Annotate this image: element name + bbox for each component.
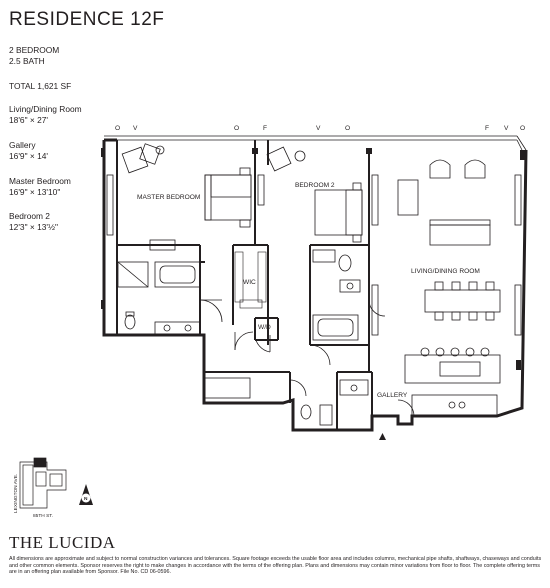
bedroom2-furniture bbox=[266, 146, 363, 243]
doors bbox=[199, 299, 415, 417]
bedroom-count: 2 BEDROOM bbox=[9, 45, 60, 55]
living-label: Living/Dining Room bbox=[9, 104, 82, 114]
master-bath bbox=[117, 261, 201, 335]
living-size: 18'6" × 27' bbox=[9, 114, 49, 125]
room-label-gallery: GALLERY bbox=[377, 392, 408, 399]
key-plan-street-label: 85TH ST. bbox=[33, 513, 53, 519]
gallery-dimension: Gallery 16'9" × 14' bbox=[9, 140, 48, 161]
gallery-size: 16'9" × 14' bbox=[9, 150, 49, 161]
living-room-furniture bbox=[397, 159, 501, 321]
key-plan-avenue-label: LEXINGTON AVE. bbox=[13, 474, 19, 513]
wic-shelving bbox=[234, 251, 267, 309]
view-marker: O bbox=[234, 125, 239, 132]
residence-title: RESIDENCE 12F bbox=[9, 9, 165, 30]
kitchen bbox=[404, 347, 501, 416]
view-marker: F bbox=[263, 125, 267, 132]
bedroom2-label: Bedroom 2 bbox=[9, 211, 50, 221]
bath-count: 2.5 BATH bbox=[9, 55, 45, 66]
room-label-wd: W/D bbox=[258, 324, 271, 331]
living-dimension: Living/Dining Room 18'6" × 27' bbox=[9, 104, 82, 125]
master-bedroom-furniture bbox=[121, 143, 252, 251]
window-band bbox=[104, 135, 527, 151]
interior-walls bbox=[116, 140, 373, 430]
key-plan bbox=[19, 457, 67, 509]
brand-name: THE LUCIDA bbox=[9, 533, 116, 552]
view-marker: O bbox=[345, 125, 350, 132]
window-reveals bbox=[106, 174, 522, 336]
entry-arrow-icon bbox=[379, 433, 386, 440]
column-posts bbox=[101, 148, 525, 370]
room-label-living-dining: LIVING/DINING ROOM bbox=[411, 268, 480, 275]
gallery-label: Gallery bbox=[9, 140, 36, 150]
view-marker: V bbox=[504, 125, 509, 132]
bedroom2-size: 12'3" × 13'½" bbox=[9, 221, 58, 232]
view-marker: V bbox=[316, 125, 321, 132]
view-marker: V bbox=[133, 125, 138, 132]
master-size: 16'9" × 13'10" bbox=[9, 186, 61, 197]
total-area: TOTAL 1,621 SF bbox=[9, 81, 72, 91]
unit-summary: 2 BEDROOM 2.5 BATH bbox=[9, 45, 59, 66]
north-arrow-icon: N bbox=[79, 484, 93, 505]
powder-room bbox=[204, 377, 369, 426]
view-marker: O bbox=[115, 125, 120, 132]
view-markers: O V O F V O F V O bbox=[115, 125, 525, 132]
room-label-bedroom-2: BEDROOM 2 bbox=[295, 182, 335, 189]
room-label-master-bedroom: MASTER BEDROOM bbox=[137, 194, 200, 201]
view-marker: O bbox=[520, 125, 525, 132]
master-dimension: Master Bedroom 16'9" × 13'10" bbox=[9, 176, 71, 197]
legal-disclaimer: All dimensions are approximate and subje… bbox=[9, 556, 542, 576]
bedroom2-dimension: Bedroom 2 12'3" × 13'½" bbox=[9, 211, 58, 232]
view-marker: F bbox=[485, 125, 489, 132]
north-label: N bbox=[84, 496, 88, 502]
master-label: Master Bedroom bbox=[9, 176, 71, 186]
exterior-walls bbox=[102, 138, 528, 432]
bath-2 bbox=[312, 249, 361, 341]
room-label-wic: WIC bbox=[243, 279, 256, 286]
